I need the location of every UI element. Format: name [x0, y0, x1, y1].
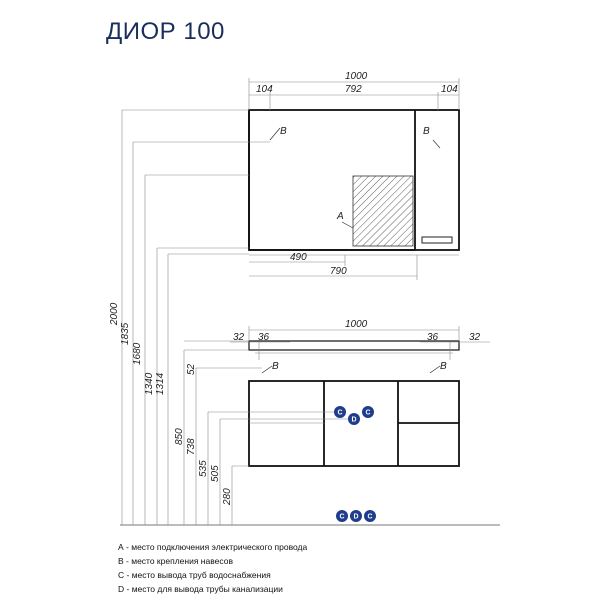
height-1340: 1340 — [144, 372, 155, 395]
legend-item-b: В - место крепления навесов — [118, 556, 233, 566]
height-280: 280 — [222, 488, 233, 506]
plumbing-markers-floor: C D C — [336, 510, 376, 522]
vanity-offset-right-2: 32 — [469, 332, 481, 343]
height-505: 505 — [210, 465, 221, 482]
legend-item-a: А - место подключения электрического про… — [118, 542, 308, 552]
legend: А - место подключения электрического про… — [118, 540, 307, 596]
vanity-offset-left-2: 36 — [258, 332, 270, 343]
height-dimensions: 2000 1835 1680 1340 1314 52 850 738 535 — [109, 109, 500, 526]
wall-side-right-dim: 104 — [441, 84, 458, 95]
badge-c-1: C — [338, 410, 343, 417]
legend-item-c: С - место вывода труб водоснабжения — [118, 570, 271, 580]
height-850: 850 — [174, 428, 185, 445]
wall-width-dim: 1000 — [345, 71, 368, 82]
legend-item-d: D - место для вывода трубы канализации — [118, 584, 283, 594]
hatched-panel — [352, 175, 414, 247]
vanity: 1000 32 36 36 32 B B C D C — [230, 319, 490, 467]
wall-bottom-dim-790: 790 — [330, 266, 347, 277]
vanity-offset-left-1: 32 — [233, 332, 245, 343]
badge-c-2: C — [366, 410, 371, 417]
vanity-marker-b-right: B — [440, 361, 447, 372]
badge-d-1: D — [352, 417, 357, 424]
floor-badge-d: D — [354, 514, 359, 521]
marker-b-left: B — [280, 126, 287, 137]
page-title: ДИОР 100 — [106, 18, 225, 45]
marker-b-right: B — [423, 126, 430, 137]
vanity-width-dim: 1000 — [345, 319, 368, 330]
marker-a: A — [336, 211, 344, 222]
height-1314: 1314 — [155, 372, 166, 395]
vanity-marker-b-left: B — [272, 361, 279, 372]
height-1835: 1835 — [120, 322, 131, 345]
height-52: 52 — [186, 363, 197, 375]
height-2000: 2000 — [109, 302, 120, 326]
floor-badge-c-2: C — [368, 514, 373, 521]
height-1680: 1680 — [132, 342, 143, 365]
wall-inner-width-dim: 792 — [345, 84, 362, 95]
height-738: 738 — [186, 438, 197, 455]
plumbing-markers-vanity: C D C — [334, 406, 374, 425]
floor-badge-c-1: C — [340, 514, 345, 521]
vanity-offset-right-1: 36 — [427, 332, 439, 343]
wall-side-left-dim: 104 — [256, 84, 273, 95]
wall-cabinet: 1000 104 792 104 B B A 490 790 — [248, 71, 460, 280]
wall-bottom-dim-490: 490 — [290, 252, 307, 263]
height-535: 535 — [198, 460, 209, 477]
handle — [421, 236, 453, 244]
countertop — [248, 340, 460, 351]
